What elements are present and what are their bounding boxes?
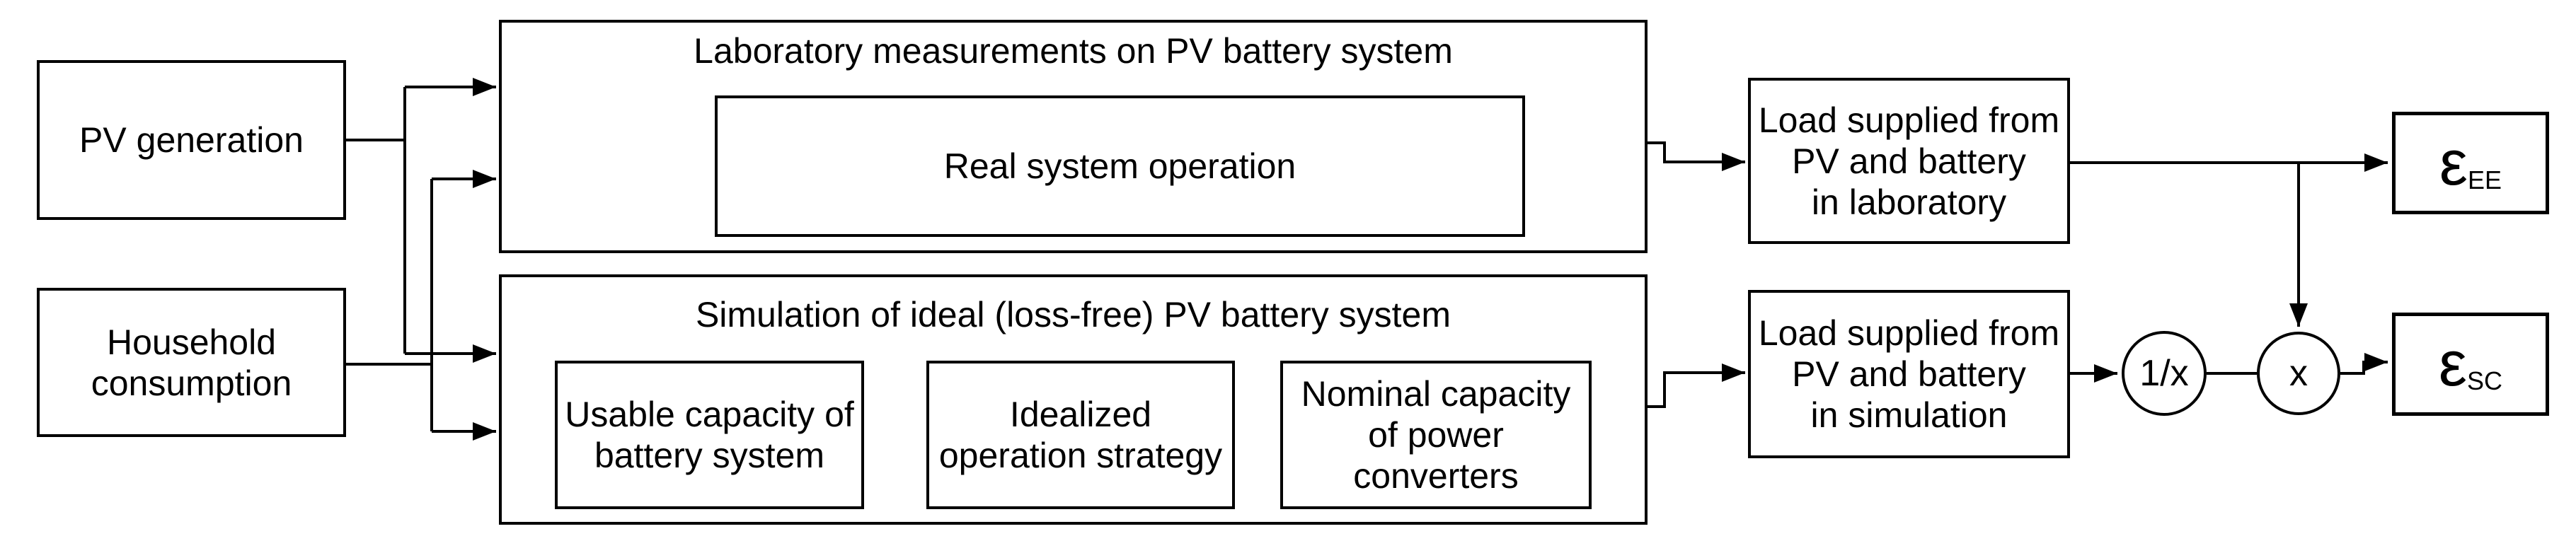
epsilon-sc-symbol: ε <box>2438 329 2468 400</box>
arrow-laboratory-to-load-lab <box>1648 141 1745 171</box>
load-lab-line3: in laboratory <box>1811 182 2007 222</box>
multiply-operator-circle: x <box>2257 332 2340 415</box>
usable-capacity-box: Usable capacity of battery system <box>555 361 864 509</box>
epsilon-sc-subscript: SC <box>2467 366 2503 395</box>
load-sim-line2: PV and battery <box>1792 354 2026 394</box>
usable-capacity-line2: battery system <box>594 436 825 475</box>
usable-capacity-line1: Usable capacity of <box>565 395 854 434</box>
arrow-multiply-to-epsilon-sc <box>2340 353 2388 375</box>
household-label-line2: consumption <box>91 363 292 403</box>
reciprocal-operator-circle: 1/x <box>2122 331 2207 416</box>
pv-generation-label: PV generation <box>79 120 304 160</box>
nominal-capacity-line1: Nominal capacity <box>1301 374 1571 414</box>
load-lab-line2: PV and battery <box>1792 141 2026 181</box>
household-label-line1: Household <box>106 322 277 362</box>
load-supplied-simulation-box: Load supplied from PV and battery in sim… <box>1748 290 2070 458</box>
real-system-operation-box: Real system operation <box>715 95 1525 237</box>
multiply-operator-label: x <box>2289 353 2308 394</box>
nominal-capacity-line3: converters <box>1353 456 1519 496</box>
pv-generation-box: PV generation <box>37 60 346 220</box>
load-sim-line3: in simulation <box>1810 395 2008 435</box>
household-consumption-box: Household consumption <box>37 288 346 437</box>
epsilon-ee-subscript: EE <box>2468 165 2502 194</box>
laboratory-group-title: Laboratory measurements on PV battery sy… <box>694 31 1453 71</box>
epsilon-ee-symbol: ε <box>2439 127 2468 199</box>
nominal-capacity-line2: of power <box>1368 415 1504 455</box>
load-supplied-laboratory-box: Load supplied from PV and battery in lab… <box>1748 78 2070 244</box>
arrow-simulation-to-load-sim <box>1648 363 1745 408</box>
nominal-capacity-box: Nominal capacity of power converters <box>1280 361 1592 509</box>
idealized-strategy-line1: Idealized <box>1009 395 1152 434</box>
idealized-strategy-box: Idealized operation strategy <box>926 361 1235 509</box>
reciprocal-operator-label: 1/x <box>2139 353 2189 394</box>
idealized-strategy-line2: operation strategy <box>938 436 1223 475</box>
real-system-operation-label: Real system operation <box>943 146 1296 186</box>
load-sim-line1: Load supplied from <box>1758 313 2060 353</box>
simulation-group-title: Simulation of ideal (loss-free) PV batte… <box>695 295 1451 334</box>
load-lab-line1: Load supplied from <box>1758 100 2060 140</box>
